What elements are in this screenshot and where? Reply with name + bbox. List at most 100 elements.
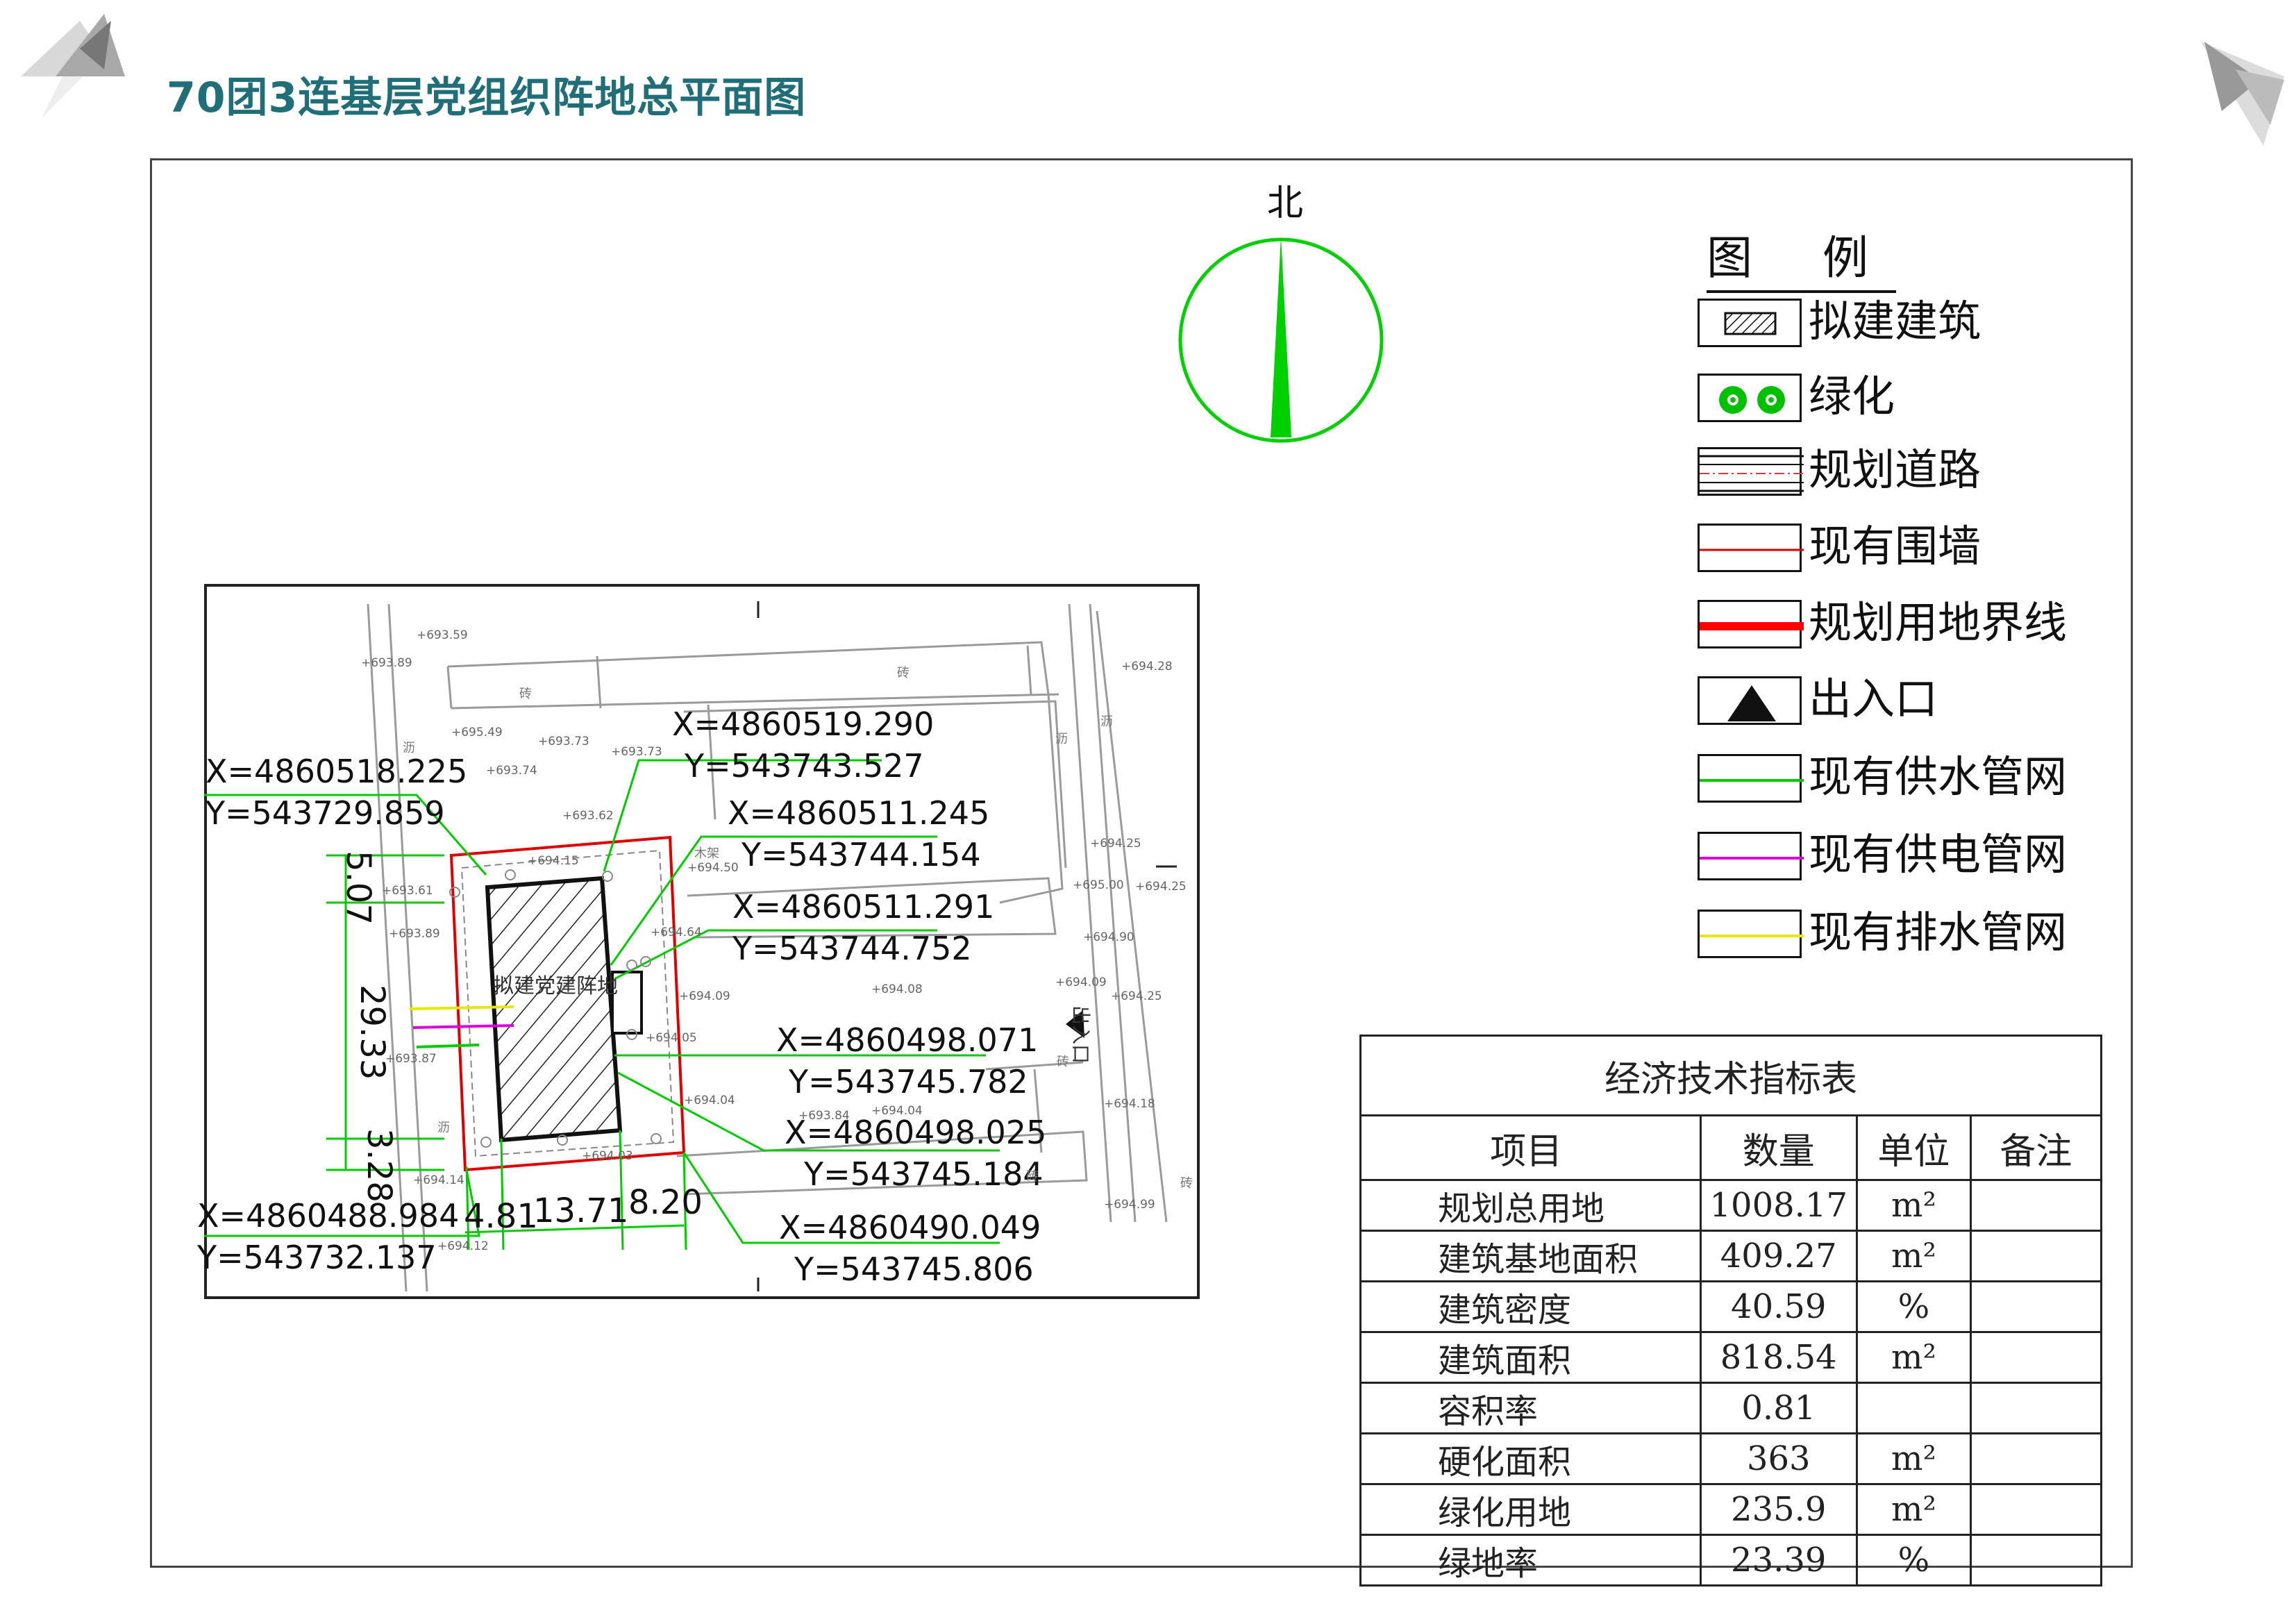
legend-label: 规划道路 [1809,444,1981,495]
coord-x: X=4860498.071 [776,1021,1039,1059]
coord-y: Y=543729.859 [206,794,445,832]
table-header: 单位 [1856,1114,1972,1181]
material-label: 砖 [1057,1055,1069,1069]
material-label: 砖 [1180,1176,1193,1191]
table-cell: 建筑基地面积 [1359,1230,1702,1282]
coord-x: X=4860519.290 [672,705,935,743]
elevation-label: +694.03 [582,1149,633,1163]
coord-x: X=4860488.984 [197,1197,460,1234]
coord-y: Y=543745.782 [789,1063,1028,1100]
table-cell [1969,1179,2103,1232]
elevation-label: +693.89 [361,656,412,670]
elevation-label: +693.73 [538,735,589,748]
dimension-label: 8.20 [628,1183,703,1222]
legend-label: 现有围墙 [1809,521,1981,571]
table-cell: 1008.17 [1699,1179,1858,1232]
coord-y: Y=543732.137 [197,1239,437,1276]
thick-red-line-icon [1700,622,1804,630]
material-label: 沥 [1055,732,1068,746]
dimension-label: 29.33 [353,985,392,1080]
table-cell [1969,1432,2103,1485]
table-cell: 容积率 [1359,1382,1702,1434]
dimension-label: 4.81 [464,1197,538,1236]
material-label: 木架 [694,846,719,861]
dimension-label: 5.07 [339,851,378,925]
elevation-label: +694.25 [1090,837,1141,851]
table-cell: 40.59 [1699,1280,1858,1333]
dimension-label: 13.71 [533,1191,629,1230]
elevation-label: +693.73 [611,745,662,759]
table-header: 备注 [1969,1114,2103,1181]
road-lines-icon [1700,455,1804,492]
elevation-label: +695.00 [1073,878,1124,892]
green-tree-icon [1719,386,1785,414]
coord-x: X=4860518.225 [206,753,468,790]
elevation-label: +693.89 [389,927,440,941]
corner-decoration-right [2201,42,2284,146]
table-cell: % [1856,1280,1972,1333]
coord-label: X=4860511.291 Y=543744.752 [732,891,994,964]
triangle-icon [1727,685,1776,721]
page-title: 70团3连基层党组织阵地总平面图 [167,74,807,122]
legend-label: 现有排水管网 [1809,907,2068,957]
table-cell: 363 [1699,1432,1858,1485]
elevation-label: +694.04 [871,1104,923,1118]
coord-y: Y=543744.154 [741,836,981,873]
building-label: 拟建党建阵地 [493,974,618,998]
table-cell: 建筑密度 [1359,1280,1702,1333]
north-arrow-icon [1178,236,1384,443]
elevation-label: +694.14 [413,1173,464,1187]
legend-label: 规划用地界线 [1809,597,2068,648]
material-label: 沥 [403,741,415,755]
table-cell: 绿化用地 [1359,1483,1702,1536]
table-cell: 建筑面积 [1359,1331,1702,1384]
green-line-icon [1700,779,1804,782]
table-cell [1969,1280,2103,1333]
table-cell [1969,1331,2103,1384]
coord-x: X=4860511.291 [732,888,995,926]
coord-label: X=4860488.984 Y=543732.137 [197,1200,459,1273]
magenta-line-icon [1700,857,1804,860]
coord-y: Y=543745.184 [804,1155,1044,1193]
elevation-label: +694.05 [646,1031,697,1045]
table-cell: m² [1856,1179,1972,1232]
table-cell: m² [1856,1331,1972,1384]
coord-y: Y=543745.806 [794,1250,1034,1288]
table-cell [1969,1483,2103,1536]
table-cell: % [1856,1534,1972,1587]
elevation-label: +694.09 [1055,976,1107,989]
table-cell: 硬化面积 [1359,1432,1702,1485]
table-cell: m² [1856,1230,1972,1282]
legend-label: 现有供电管网 [1809,829,2068,880]
elevation-label: +694.08 [871,982,923,996]
legend-title: 图 例 [1707,221,1896,293]
table-header: 项目 [1359,1114,1702,1181]
dimension-label: 3.28 [360,1128,399,1203]
table-cell: 235.9 [1699,1483,1858,1536]
elevation-label: +693.74 [486,764,537,778]
elevation-label: +694.50 [687,861,739,875]
material-label: 沥 [437,1121,450,1135]
elevation-label: +694.28 [1121,660,1173,673]
elevation-label: +693.61 [382,884,433,898]
elevation-label: +694.04 [684,1094,735,1107]
elevation-label: +694.99 [1104,1198,1155,1212]
coord-label: X=4860498.025 Y=543745.184 [785,1116,1046,1190]
elevation-label: +693.59 [417,628,468,642]
coord-label: X=4860511.245 Y=543744.154 [728,797,989,871]
coord-label: X=4860490.049 Y=543745.806 [779,1212,1041,1285]
legend-label: 拟建建筑 [1809,296,1981,346]
elevation-label: +694.15 [528,854,579,868]
elevation-label: +694.18 [1104,1097,1155,1111]
elevation-label: +694.25 [1135,880,1187,894]
coord-label: X=4860498.071 Y=543745.782 [776,1024,1038,1098]
table-cell [1969,1534,2103,1587]
corner-decoration-left [21,14,125,118]
material-label: 沥 [1100,714,1113,729]
table-cell: 23.39 [1699,1534,1858,1587]
elevation-label: +694.90 [1083,930,1134,944]
